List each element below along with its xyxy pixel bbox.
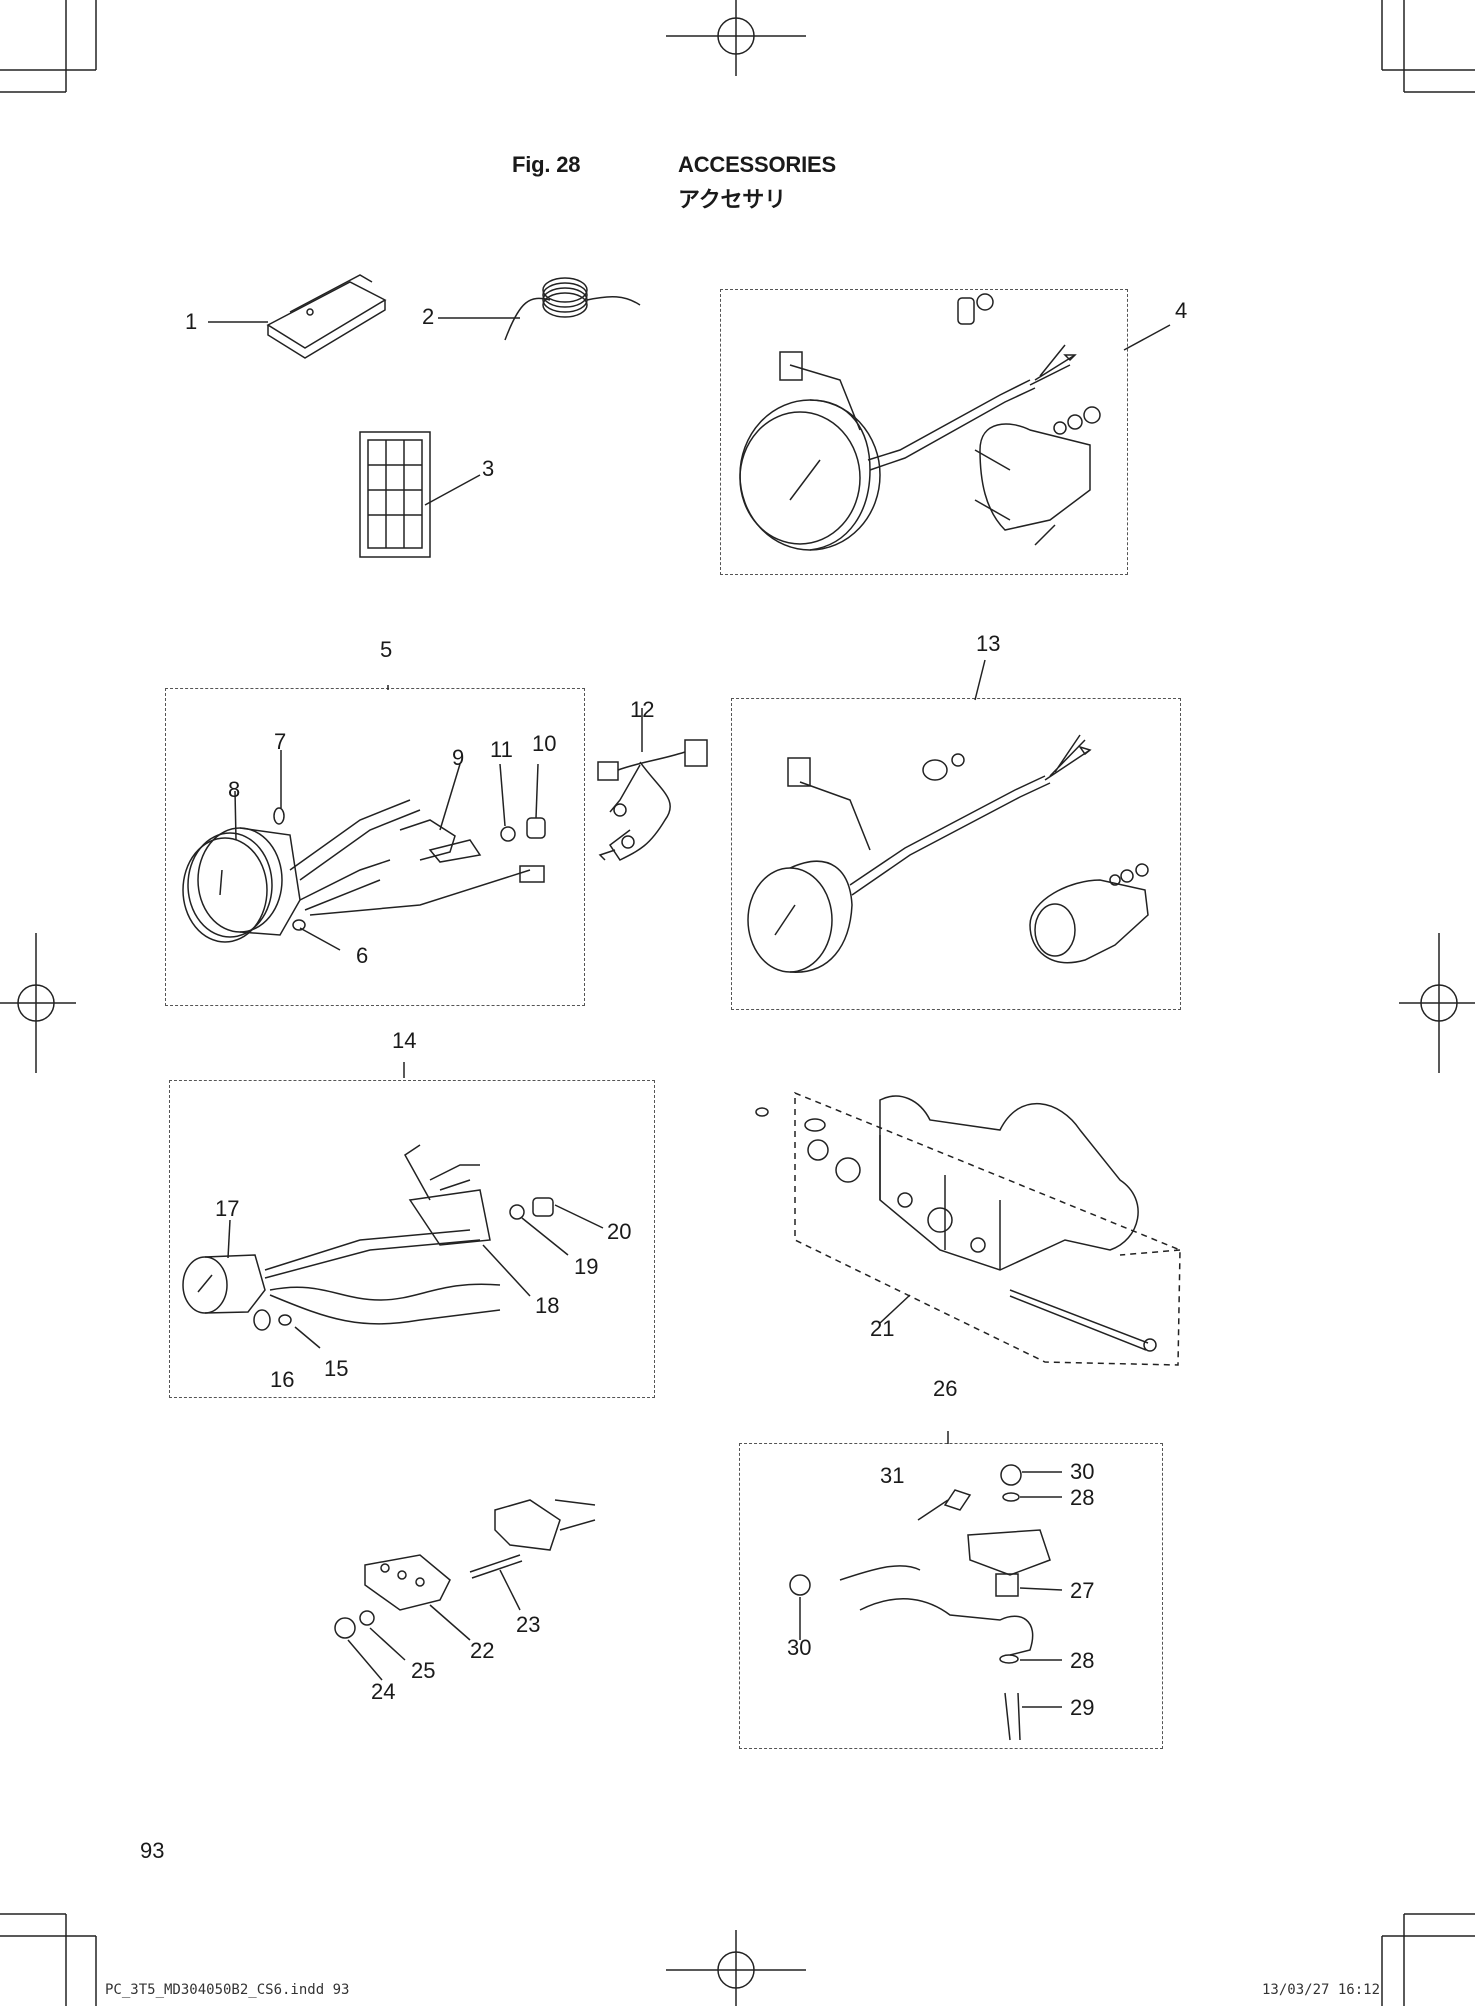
tachometer-illustration-small	[747, 659, 1149, 973]
callout-24: 24	[371, 1679, 396, 1704]
callout-5: 5	[380, 637, 393, 662]
callout-26: 26	[933, 1376, 958, 1401]
trim-meter-illustration	[182, 1062, 604, 1349]
callout-23: 23	[516, 1612, 541, 1637]
callout-3: 3	[482, 456, 495, 481]
callout-22: 22	[470, 1638, 495, 1663]
engine-mount-illustration	[794, 1091, 1181, 1366]
starter-rope-illustration	[438, 277, 641, 341]
callout-17: 17	[215, 1196, 240, 1221]
callout-31: 31	[880, 1463, 905, 1488]
callout-14: 14	[392, 1028, 417, 1053]
figure-number: Fig. 28	[512, 152, 581, 177]
group-box-tachometer-kit-small	[731, 698, 1181, 1010]
callout-11: 11	[490, 737, 513, 762]
callout-6: 6	[356, 943, 369, 968]
group-box-tachometer-kit	[720, 289, 1128, 575]
callout-25: 25	[411, 1658, 436, 1683]
group-box-meter-kit	[165, 688, 585, 1006]
callout-30-upper: 30	[1070, 1459, 1095, 1484]
callout-19: 19	[574, 1254, 599, 1279]
callout-10: 10	[532, 731, 557, 756]
callout-27: 27	[1070, 1578, 1095, 1603]
harness-illustration	[597, 708, 708, 861]
figure-title-japanese: アクセサリ	[678, 187, 786, 212]
callout-9: 9	[452, 745, 465, 770]
page-number: 93	[140, 1838, 165, 1863]
callout-4: 4	[1175, 298, 1188, 323]
group-box-link-kit	[739, 1443, 1163, 1749]
callout-20: 20	[607, 1219, 632, 1244]
callout-8: 8	[228, 777, 241, 802]
meter-illustration	[182, 685, 546, 951]
callout-18: 18	[535, 1293, 560, 1318]
callout-30-lower: 30	[787, 1635, 812, 1660]
callout-28-lower: 28	[1070, 1648, 1095, 1673]
callout-21: 21	[870, 1316, 895, 1341]
figure-title: ACCESSORIES	[678, 152, 836, 177]
callout-12: 12	[630, 697, 655, 722]
tachometer-illustration-large	[739, 293, 1171, 551]
link-kit-illustration	[789, 1431, 1063, 1741]
callout-15: 15	[324, 1356, 349, 1381]
callout-13: 13	[976, 631, 1001, 656]
callout-2: 2	[422, 304, 435, 329]
engine-mount-parts	[755, 1095, 1157, 1352]
group-box-trim-meter-kit	[169, 1080, 655, 1398]
callout-16: 16	[270, 1367, 295, 1392]
bracket-illustration	[334, 1499, 596, 1681]
footer-timestamp: 13/03/27 16:12	[1262, 1982, 1381, 1998]
callout-7: 7	[274, 729, 287, 754]
tool-bag-illustration	[208, 274, 387, 359]
callout-28-upper: 28	[1070, 1485, 1095, 1510]
callout-29: 29	[1070, 1695, 1095, 1720]
callout-1: 1	[185, 309, 198, 334]
label-sheet-illustration	[359, 431, 481, 558]
footer-filename: PC_3T5_MD304050B2_CS6.indd 93	[105, 1982, 350, 1998]
